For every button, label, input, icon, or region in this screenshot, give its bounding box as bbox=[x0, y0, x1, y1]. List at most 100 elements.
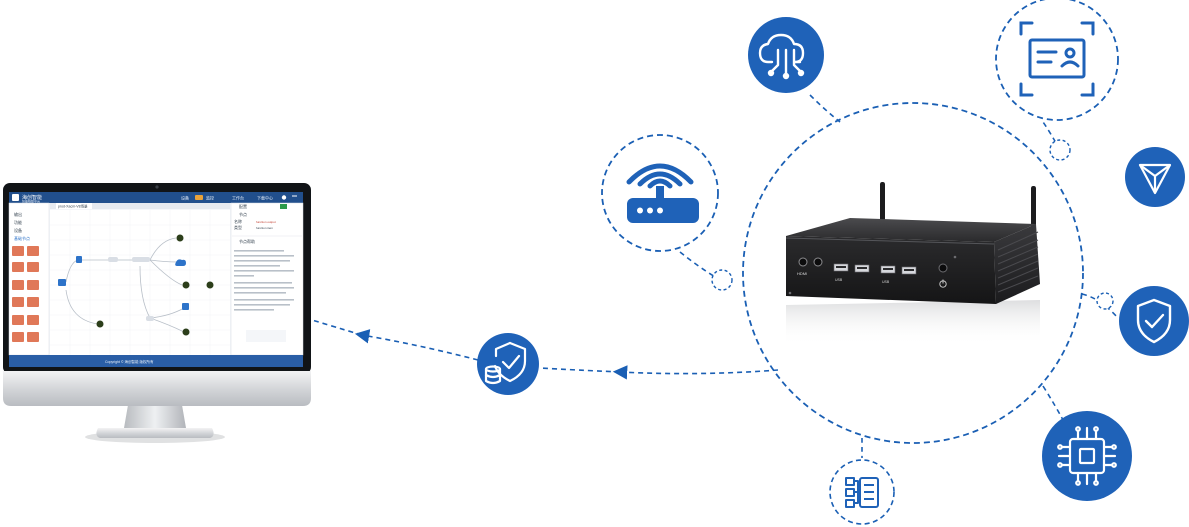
antenna-left bbox=[880, 182, 885, 230]
flow-node[interactable] bbox=[146, 316, 154, 321]
shield-check-icon bbox=[1136, 298, 1172, 344]
link-device-to-shield bbox=[612, 365, 779, 380]
palette-nodes bbox=[12, 246, 39, 342]
heatsink-fins bbox=[997, 231, 1039, 293]
port-label-1: USB bbox=[835, 278, 843, 282]
cloud-iot-icon bbox=[758, 33, 805, 80]
palette-node[interactable] bbox=[27, 315, 39, 325]
port-label-0: HDMI bbox=[797, 271, 807, 276]
right-panel bbox=[230, 202, 304, 356]
right-panel-title: 配置 bbox=[239, 203, 247, 209]
led-indicator bbox=[938, 263, 948, 273]
node-identity-card[interactable] bbox=[995, 0, 1119, 121]
power-button-icon[interactable] bbox=[939, 279, 947, 288]
flow-nodes bbox=[58, 234, 214, 336]
palette-node[interactable] bbox=[12, 315, 24, 325]
link-hub-cloud bbox=[809, 94, 841, 123]
header-tab-0[interactable]: 设备 bbox=[181, 195, 189, 201]
left-menu-1[interactable]: 功能 bbox=[14, 219, 22, 225]
palette-node[interactable] bbox=[27, 246, 39, 256]
node-processor-chip[interactable] bbox=[1042, 411, 1132, 501]
flow-node[interactable] bbox=[182, 328, 190, 336]
deploy-button[interactable] bbox=[280, 204, 287, 209]
canvas-tab[interactable] bbox=[56, 203, 92, 209]
flow-node[interactable] bbox=[176, 234, 184, 242]
node-cloud-iot[interactable] bbox=[748, 17, 824, 93]
flow-node[interactable] bbox=[182, 303, 189, 310]
link-hub-chip bbox=[1042, 385, 1064, 421]
header-tab-2[interactable]: 工作台 bbox=[232, 195, 244, 201]
palette-node[interactable] bbox=[12, 262, 24, 272]
antenna-right bbox=[1031, 186, 1036, 236]
node-secure-data[interactable] bbox=[477, 333, 539, 395]
port-label-3: USB bbox=[882, 280, 890, 284]
menu-icon[interactable] bbox=[292, 195, 297, 197]
flow-node[interactable] bbox=[108, 257, 118, 262]
palette-node[interactable] bbox=[12, 297, 24, 307]
header-user-badge[interactable] bbox=[195, 195, 203, 200]
left-palette bbox=[8, 202, 50, 356]
id-card-icon bbox=[1019, 21, 1095, 97]
user-avatar-icon[interactable] bbox=[281, 195, 287, 200]
router-wifi-icon bbox=[626, 163, 699, 223]
field-value-1: function item bbox=[256, 226, 274, 230]
palette-node[interactable] bbox=[12, 332, 24, 342]
connector-ring-shield bbox=[1096, 292, 1114, 310]
shield-database-icon bbox=[484, 341, 527, 385]
field-key-0: 名称 bbox=[234, 218, 242, 224]
link-shield-to-monitor bbox=[354, 329, 479, 361]
flow-node[interactable] bbox=[58, 279, 66, 286]
link-hub-router bbox=[679, 251, 718, 279]
node-identity-card-ring bbox=[995, 0, 1119, 121]
connector-ring-id bbox=[1049, 139, 1071, 161]
left-menu-2[interactable]: 设备 bbox=[14, 227, 22, 233]
header-tab-3[interactable]: 下载中心 bbox=[257, 195, 273, 201]
desktop-monitor: 海创智能 智能物联平台 设备 监控 工作台 下载中心 prod-Xacm-V8场… bbox=[3, 183, 311, 443]
app-name: 海创智能 bbox=[22, 194, 42, 201]
monitor-chin bbox=[3, 371, 311, 406]
app-header bbox=[9, 192, 303, 203]
field-key-1: 类型 bbox=[234, 224, 242, 230]
audio-port-1 bbox=[798, 257, 808, 267]
connector-rings bbox=[711, 139, 1114, 310]
node-security-shield[interactable] bbox=[1119, 286, 1189, 356]
edge-gateway-device: HDMI USB USB bbox=[785, 182, 1040, 345]
node-network-router[interactable] bbox=[601, 134, 719, 252]
left-menu-3[interactable]: 基础节点 bbox=[14, 235, 30, 241]
help-title: 节点帮助 bbox=[239, 238, 255, 244]
canvas-tab-label: prod-Xacm-V8场景 bbox=[58, 204, 88, 209]
flow-node[interactable] bbox=[76, 256, 82, 263]
help-footer bbox=[246, 330, 286, 342]
header-tab-1[interactable]: 监控 bbox=[206, 195, 214, 201]
palette-node[interactable] bbox=[27, 332, 39, 342]
flow-node[interactable] bbox=[96, 320, 104, 328]
node-secure-data-bg bbox=[477, 333, 539, 395]
left-menu-0[interactable]: 输出 bbox=[14, 211, 22, 217]
flow-node[interactable] bbox=[182, 281, 190, 289]
help-text-lines bbox=[234, 250, 294, 311]
status-bar bbox=[9, 355, 303, 367]
app-subtitle: 智能物联平台 bbox=[22, 199, 40, 204]
right-panel-section: 节点 bbox=[239, 211, 247, 217]
monitor-stand-base bbox=[96, 428, 214, 438]
node-structure-tree-ring bbox=[829, 459, 895, 525]
flow-canvas[interactable] bbox=[50, 210, 230, 355]
node-security-shield-bg bbox=[1119, 286, 1189, 356]
palette-node[interactable] bbox=[27, 262, 39, 272]
canvas-tab-strip bbox=[50, 203, 230, 209]
flow-node[interactable] bbox=[206, 281, 214, 289]
node-mesh-network[interactable] bbox=[1125, 147, 1185, 207]
app-logo bbox=[12, 194, 19, 201]
palette-node[interactable] bbox=[27, 297, 39, 307]
audio-port-2 bbox=[813, 257, 823, 267]
palette-node[interactable] bbox=[12, 246, 24, 256]
flow-node[interactable] bbox=[132, 257, 150, 262]
monitor-screen: 海创智能 智能物联平台 设备 监控 工作台 下载中心 prod-Xacm-V8场… bbox=[8, 192, 304, 367]
node-processor-chip-bg bbox=[1042, 411, 1132, 501]
node-structure-tree[interactable] bbox=[829, 459, 895, 525]
footer-text: Copyright © 海创智能 版权所有 bbox=[105, 359, 154, 364]
palette-node[interactable] bbox=[27, 280, 39, 290]
flow-node[interactable] bbox=[175, 259, 186, 266]
palette-node[interactable] bbox=[12, 280, 24, 290]
